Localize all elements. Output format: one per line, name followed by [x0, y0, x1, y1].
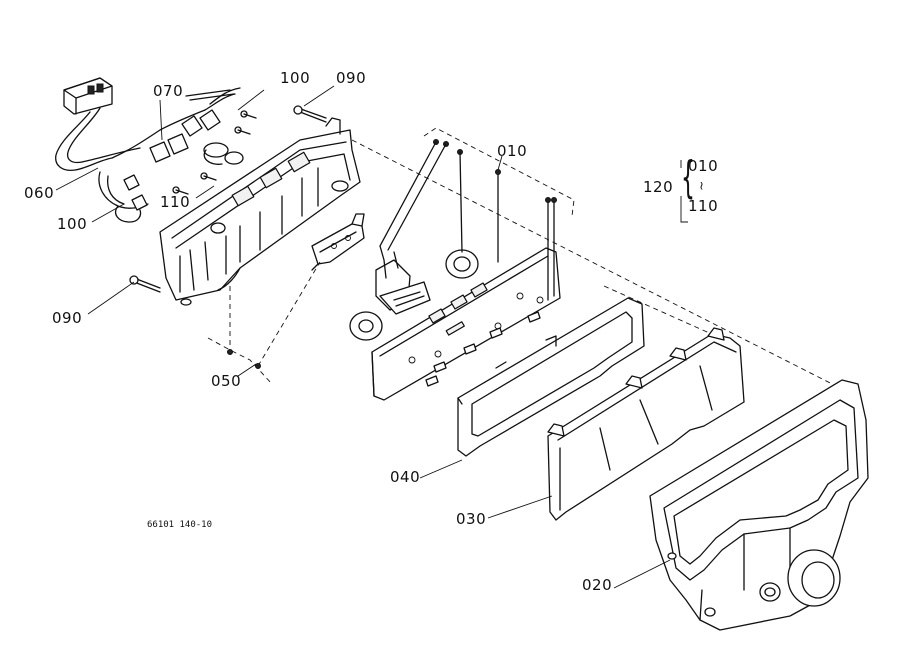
- lens: [547, 327, 745, 521]
- legend-brace: {: [681, 152, 695, 203]
- assembly-outline-010: [423, 127, 575, 217]
- frame-gasket: [457, 297, 645, 457]
- callout-090-left: 090: [52, 309, 83, 327]
- callout-100-top: 100: [280, 69, 311, 87]
- legend-range-end: 110: [688, 197, 719, 215]
- front-panel: [649, 379, 869, 631]
- callout-090-top: 090: [336, 69, 367, 87]
- callout-060: 060: [24, 184, 55, 202]
- drawing-code: 66101 140-10: [147, 520, 213, 530]
- callout-110: 110: [160, 193, 191, 211]
- callout-030: 030: [456, 510, 487, 528]
- leader-lines: [55, 85, 671, 589]
- bracket: [311, 213, 365, 271]
- circuit-board: [349, 139, 561, 401]
- callout-100-left: 100: [57, 215, 88, 233]
- legend-range-start: 010: [688, 157, 719, 175]
- alignment-line: [351, 139, 841, 389]
- rear-case: [159, 117, 361, 306]
- screws: [129, 105, 327, 293]
- callout-020: 020: [582, 576, 613, 594]
- callout-050: 050: [211, 372, 242, 390]
- wire-harness: [55, 77, 244, 223]
- assembly-outline-050: [207, 337, 273, 385]
- callout-040: 040: [390, 468, 421, 486]
- callout-010: 010: [497, 142, 528, 160]
- legend-assembly-number: 120: [643, 178, 674, 196]
- callout-070: 070: [153, 82, 184, 100]
